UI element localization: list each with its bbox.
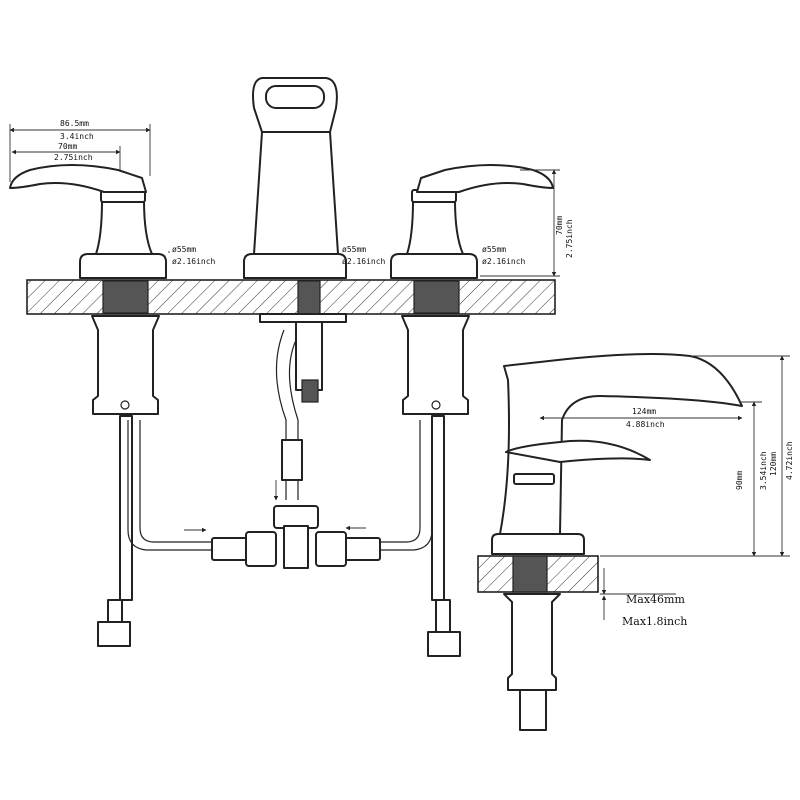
right-supply-hose: [431, 415, 445, 601]
height-mm-label: 70mm: [555, 216, 564, 235]
right-supply-nut: [427, 631, 461, 657]
center-shank-thread: [297, 280, 321, 318]
reach-in-label: 4.88inch: [626, 420, 665, 429]
height-in-label: 2.75inch: [565, 219, 574, 258]
left-shank-thread: [102, 280, 149, 314]
right-handle: [390, 164, 554, 279]
side-under-body: [503, 593, 561, 731]
spout-connect-hose: [275, 329, 299, 500]
clearance-mm-label: 90mm: [735, 471, 744, 490]
total-in-label: 4.72inch: [785, 441, 794, 480]
right-connect-hose: [352, 420, 433, 551]
left-supply-nut: [97, 621, 131, 647]
left-handle: [9, 164, 167, 279]
hole-center-in-label: ø2.16inch: [342, 257, 386, 266]
hole-left-in-label: ø2.16inch: [172, 257, 216, 266]
left-valve-body: [91, 315, 160, 415]
side-shank-thread: [512, 555, 548, 593]
reach-mm-label: 124mm: [632, 407, 656, 416]
handle-in-label: 2.75inch: [54, 153, 93, 162]
max-deck-mm-label: Max46mm: [626, 593, 685, 606]
right-valve-body: [401, 315, 470, 415]
total-mm-label: 120mm: [769, 452, 778, 476]
spout-mount-nut: [259, 313, 347, 403]
left-supply-hose: [119, 415, 133, 601]
hole-left-mm-label: ø55mm: [172, 245, 196, 254]
clearance-in-label: 3.54inch: [759, 451, 768, 490]
tee-connector: [211, 505, 381, 569]
right-shank-thread: [413, 280, 460, 314]
spread-in-label: 3.4inch: [60, 132, 94, 141]
left-connect-hose: [127, 420, 212, 551]
spread-mm-label: 86.5mm: [60, 119, 89, 128]
max-deck-in-label: Max1.8inch: [622, 615, 687, 628]
hole-center-mm-label: ø55mm: [342, 245, 366, 254]
hole-right-mm-label: ø55mm: [482, 245, 506, 254]
center-spout: [243, 77, 347, 279]
handle-mm-label: 70mm: [58, 142, 77, 151]
side-spout-body: [491, 353, 743, 555]
hole-right-in-label: ø2.16inch: [482, 257, 526, 266]
